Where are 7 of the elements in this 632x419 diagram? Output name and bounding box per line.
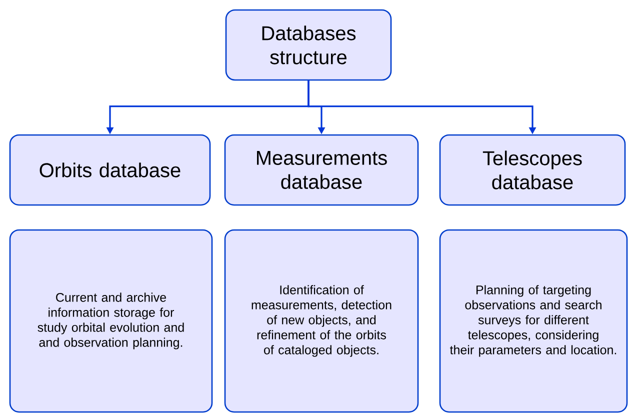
description-box: Current and archive information storage for study orbital evolution and and observation planning.	[9, 229, 213, 413]
title-box: Databases structure	[225, 9, 392, 81]
database-box: Measurements database	[224, 134, 419, 206]
description-box: Planning of targeting observations and search surveys for different telescopes, considering their parameters and location.	[439, 229, 628, 413]
description-box: Identification of measurements, detection of new objects, and refinement of the orbits of cataloged objects.	[224, 229, 419, 413]
database-box: Orbits database	[9, 134, 211, 206]
database-box: Telescopes database	[439, 134, 626, 206]
